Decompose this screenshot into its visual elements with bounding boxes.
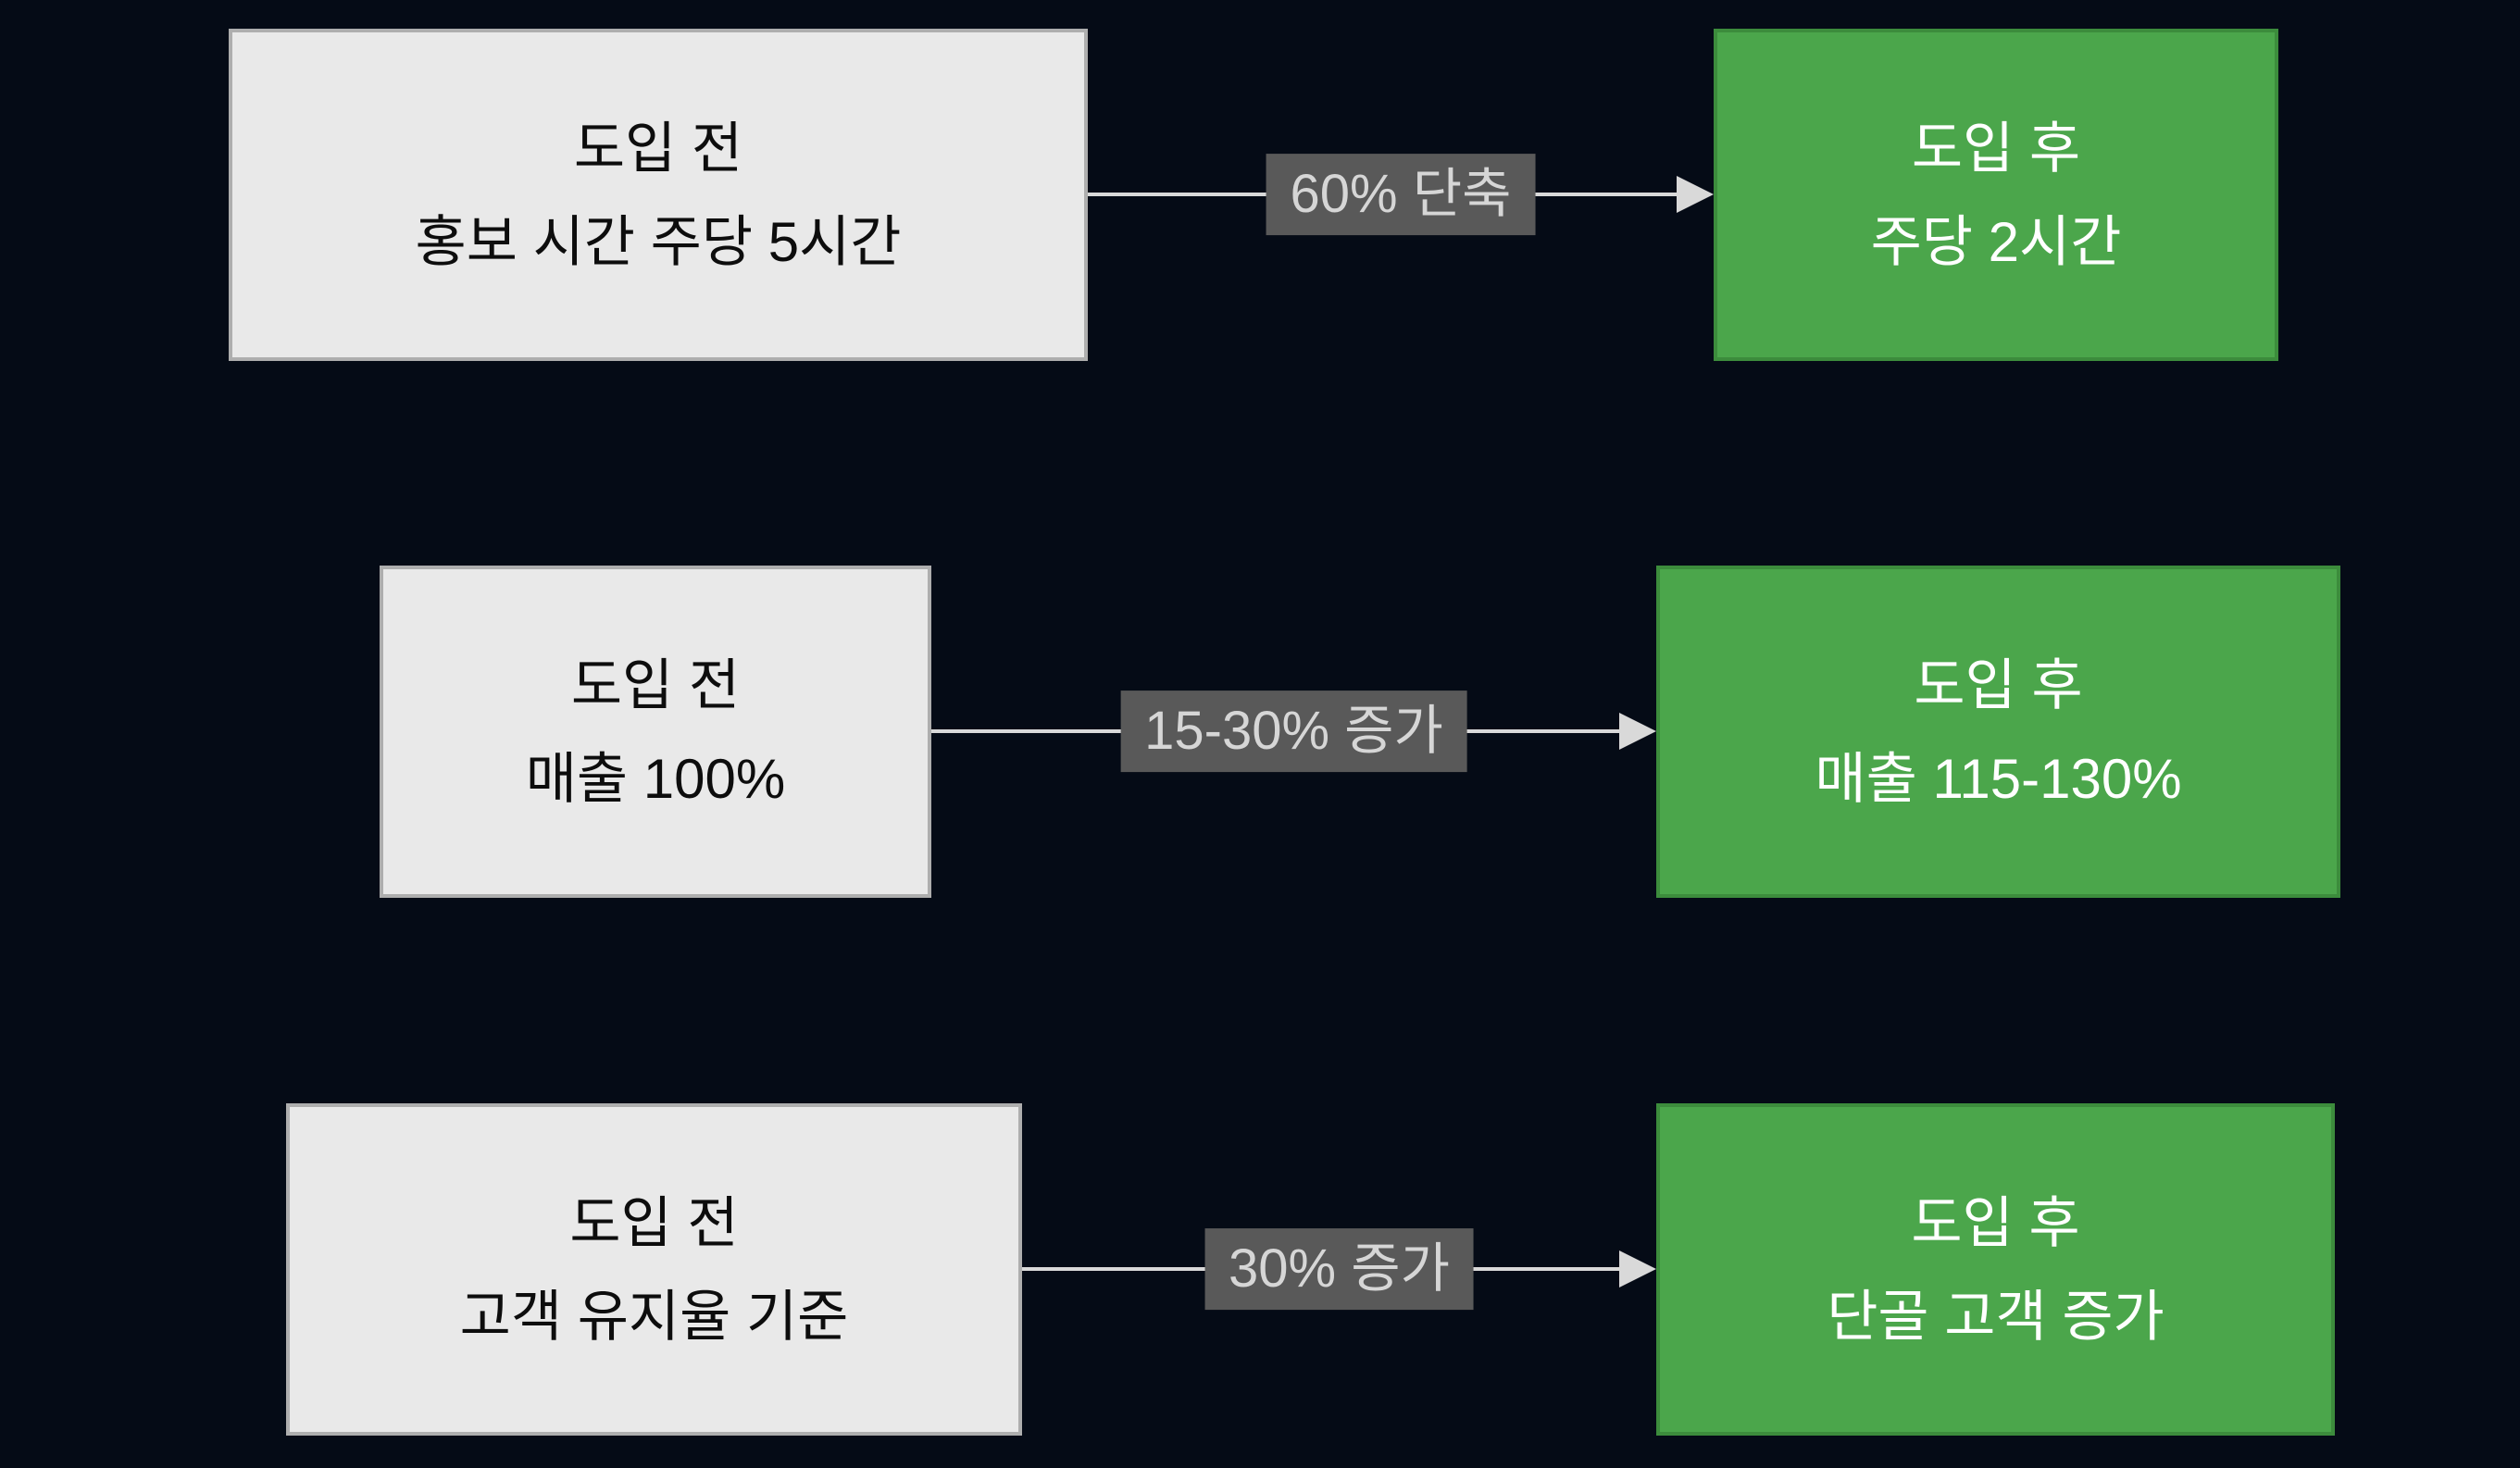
- after-box-line1: 도입 후: [1911, 117, 2081, 180]
- after-box-line2: 매출 115-130%: [1815, 747, 2182, 810]
- before-box-line1: 도입 전: [570, 653, 741, 716]
- before-box-line2: 매출 100%: [525, 747, 786, 810]
- after-box-line2: 주당 2시간: [1870, 210, 2122, 273]
- before-box-line2: 홍보 시간 주당 5시간: [415, 210, 902, 273]
- before-box-line1: 도입 전: [573, 117, 743, 180]
- before-box-row2: 도입 전 매출 100%: [380, 566, 931, 898]
- after-box-line1: 도입 후: [1911, 1191, 2080, 1254]
- after-box-line2: 단골 고객 증가: [1827, 1285, 2164, 1348]
- before-box-line2: 고객 유지율 기준: [459, 1285, 849, 1348]
- arrow-right-icon: [1619, 713, 1656, 750]
- connector-label: 15-30% 증가: [1120, 690, 1467, 772]
- before-box-row3: 도입 전 고객 유지율 기준: [286, 1103, 1022, 1436]
- after-box-line1: 도입 후: [1914, 653, 2083, 716]
- after-box-row1: 도입 후 주당 2시간: [1714, 29, 2278, 361]
- after-box-row3: 도입 후 단골 고객 증가: [1656, 1103, 2335, 1436]
- arrow-right-icon: [1677, 176, 1714, 213]
- before-box-line1: 도입 전: [569, 1191, 739, 1254]
- before-box-row1: 도입 전 홍보 시간 주당 5시간: [229, 29, 1088, 361]
- arrow-right-icon: [1619, 1250, 1656, 1288]
- connector-label: 30% 증가: [1204, 1228, 1474, 1310]
- connector-label: 60% 단축: [1266, 154, 1536, 235]
- after-box-row2: 도입 후 매출 115-130%: [1656, 566, 2340, 898]
